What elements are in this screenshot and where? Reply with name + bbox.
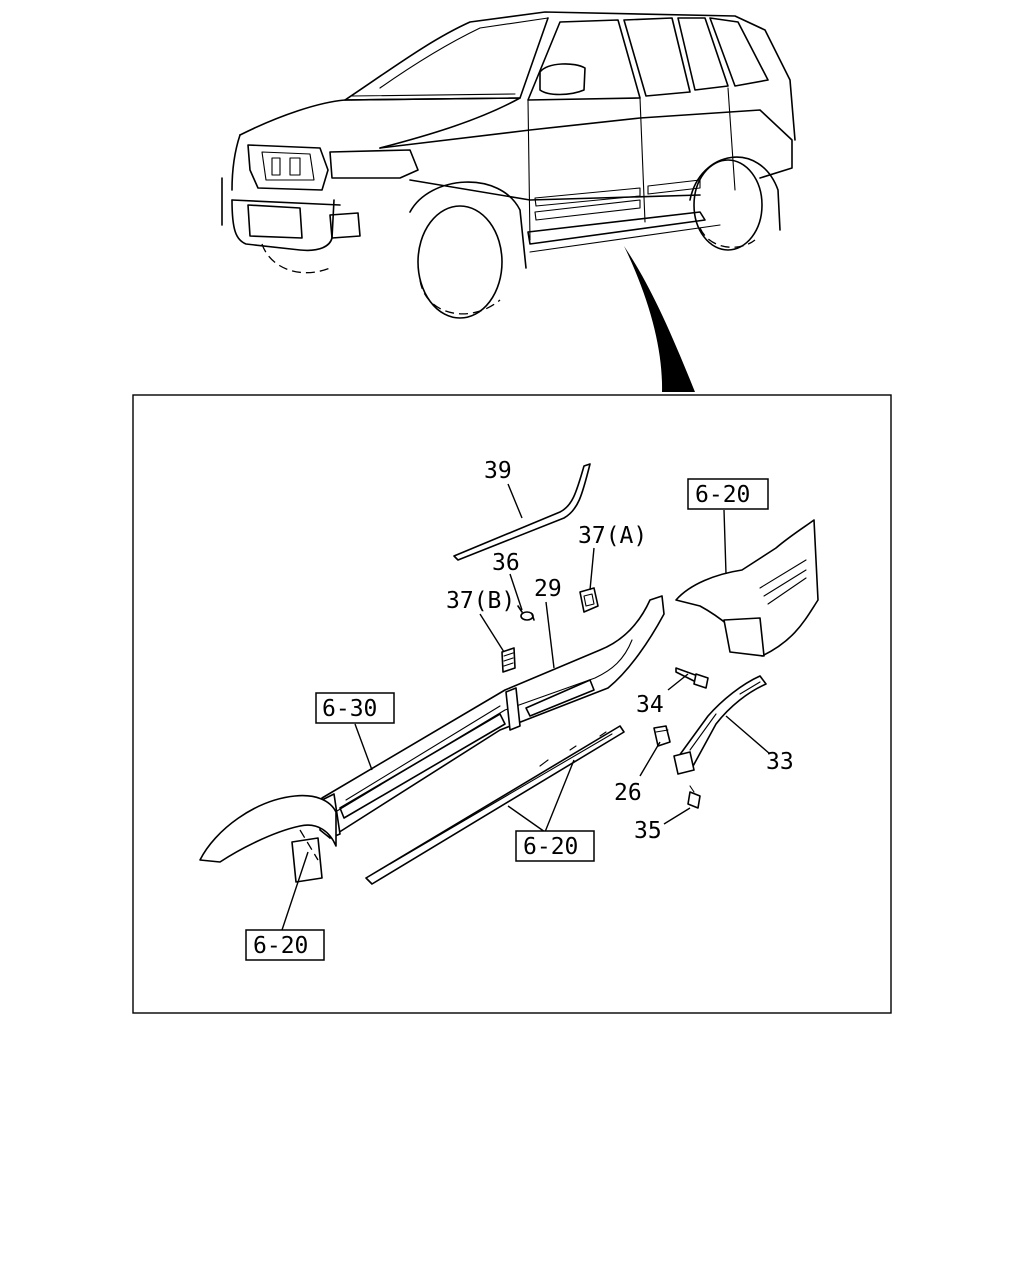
svg-text:6-20: 6-20 bbox=[523, 834, 578, 860]
svg-text:6-20: 6-20 bbox=[695, 482, 750, 508]
svg-text:6-20: 6-20 bbox=[253, 933, 308, 959]
part-37a-tape bbox=[579, 587, 599, 613]
callout-34: 34 bbox=[636, 692, 664, 718]
callout-29: 29 bbox=[534, 576, 562, 602]
front-fender-flare bbox=[199, 794, 337, 883]
part-39-strip bbox=[453, 463, 591, 561]
ref-6-20-mid: 6-20 bbox=[515, 830, 595, 862]
part-34-screw bbox=[675, 667, 709, 689]
callout-35: 35 bbox=[634, 818, 662, 844]
svg-text:6-30: 6-30 bbox=[322, 696, 377, 722]
ref-6-20-bottom: 6-20 bbox=[245, 929, 325, 961]
ref-6-30: 6-30 bbox=[315, 692, 395, 724]
leader-lines bbox=[281, 483, 771, 931]
detail-pointer bbox=[624, 246, 695, 392]
rocker-trim bbox=[365, 725, 625, 885]
vehicle-illustration bbox=[221, 11, 796, 392]
rear-fender-flare bbox=[675, 519, 819, 657]
part-33-bracket bbox=[673, 675, 767, 775]
callout-39: 39 bbox=[484, 458, 512, 484]
detail-frame bbox=[132, 394, 892, 1014]
part-35-screw bbox=[687, 785, 701, 809]
callout-33: 33 bbox=[766, 749, 794, 775]
callout-36: 36 bbox=[492, 550, 520, 576]
callout-37b: 37(B) bbox=[446, 588, 515, 614]
part-26-clip bbox=[653, 725, 671, 747]
part-36-clip bbox=[517, 605, 535, 621]
callout-26: 26 bbox=[614, 780, 642, 806]
callout-37a: 37(A) bbox=[578, 523, 647, 549]
ref-6-20-top: 6-20 bbox=[687, 478, 769, 510]
